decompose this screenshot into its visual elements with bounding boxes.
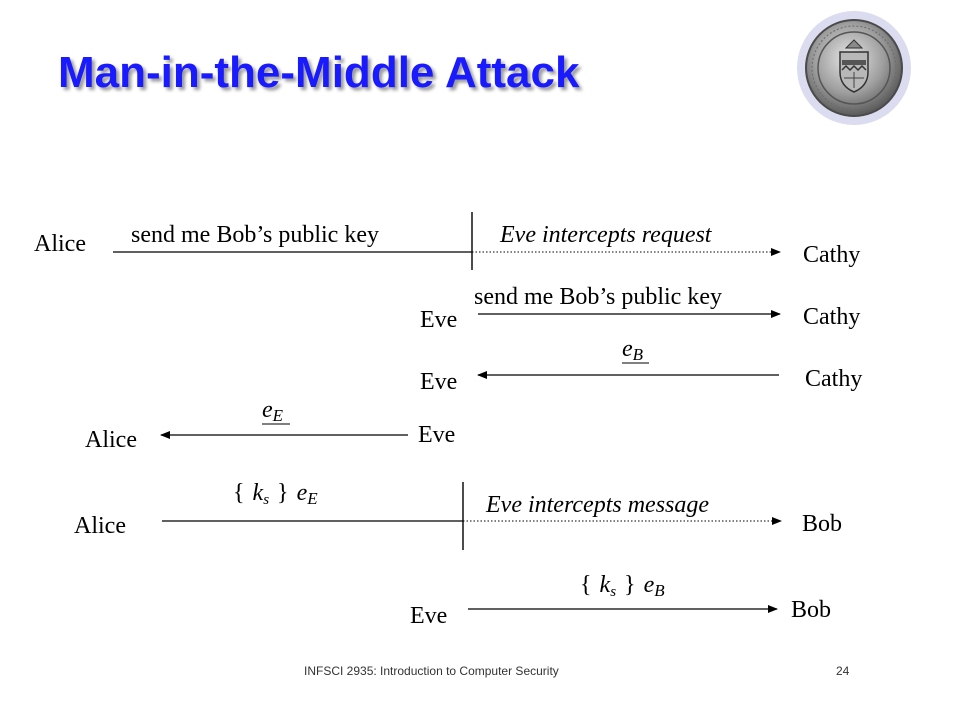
- step2-eve-forwards-request: Eve send me Bob’s public key Cathy: [420, 284, 860, 333]
- step5-intercept-label: Eve intercepts message: [485, 492, 709, 518]
- footer-course-title: INFSCI 2935: Introduction to Computer Se…: [304, 664, 559, 678]
- step6-receiver-label: Bob: [791, 597, 831, 623]
- step4-right-label: Eve: [418, 422, 455, 448]
- step4-left-label: Alice: [85, 427, 137, 453]
- step1-request-intercepted: Alice send me Bob’s public key Eve inter…: [34, 212, 860, 270]
- step2-receiver-label: Cathy: [803, 304, 860, 330]
- slide-title: Man-in-the-Middle Attack: [58, 48, 580, 97]
- step1-message-label: send me Bob’s public key: [131, 222, 379, 248]
- step3-cathy-returns-eb: Eve Cathy eB: [420, 336, 862, 395]
- step4-key-label: eE: [262, 397, 284, 425]
- step5-message-intercepted: Alice {ks}eE Eve intercepts message Bob: [74, 480, 842, 550]
- step2-sender-label: Eve: [420, 307, 457, 333]
- step3-left-label: Eve: [420, 369, 457, 395]
- step3-key-label: eB: [622, 336, 644, 364]
- step4-eve-sends-ee: Alice Eve eE: [85, 397, 455, 453]
- step3-right-label: Cathy: [805, 366, 862, 392]
- step1-receiver-label: Cathy: [803, 242, 860, 268]
- university-seal-icon: [796, 10, 912, 126]
- step6-sender-label: Eve: [410, 603, 447, 629]
- step1-sender-label: Alice: [34, 231, 86, 257]
- step6-payload-label: {ks}eB: [580, 572, 665, 600]
- step5-payload-label: {ks}eE: [233, 480, 318, 508]
- step1-intercept-label: Eve intercepts request: [499, 222, 713, 248]
- step5-receiver-label: Bob: [802, 511, 842, 537]
- step5-sender-label: Alice: [74, 513, 126, 539]
- step2-message-label: send me Bob’s public key: [474, 284, 722, 310]
- step6-eve-reencrypts: Eve {ks}eB Bob: [410, 572, 831, 629]
- page-number: 24: [836, 664, 850, 678]
